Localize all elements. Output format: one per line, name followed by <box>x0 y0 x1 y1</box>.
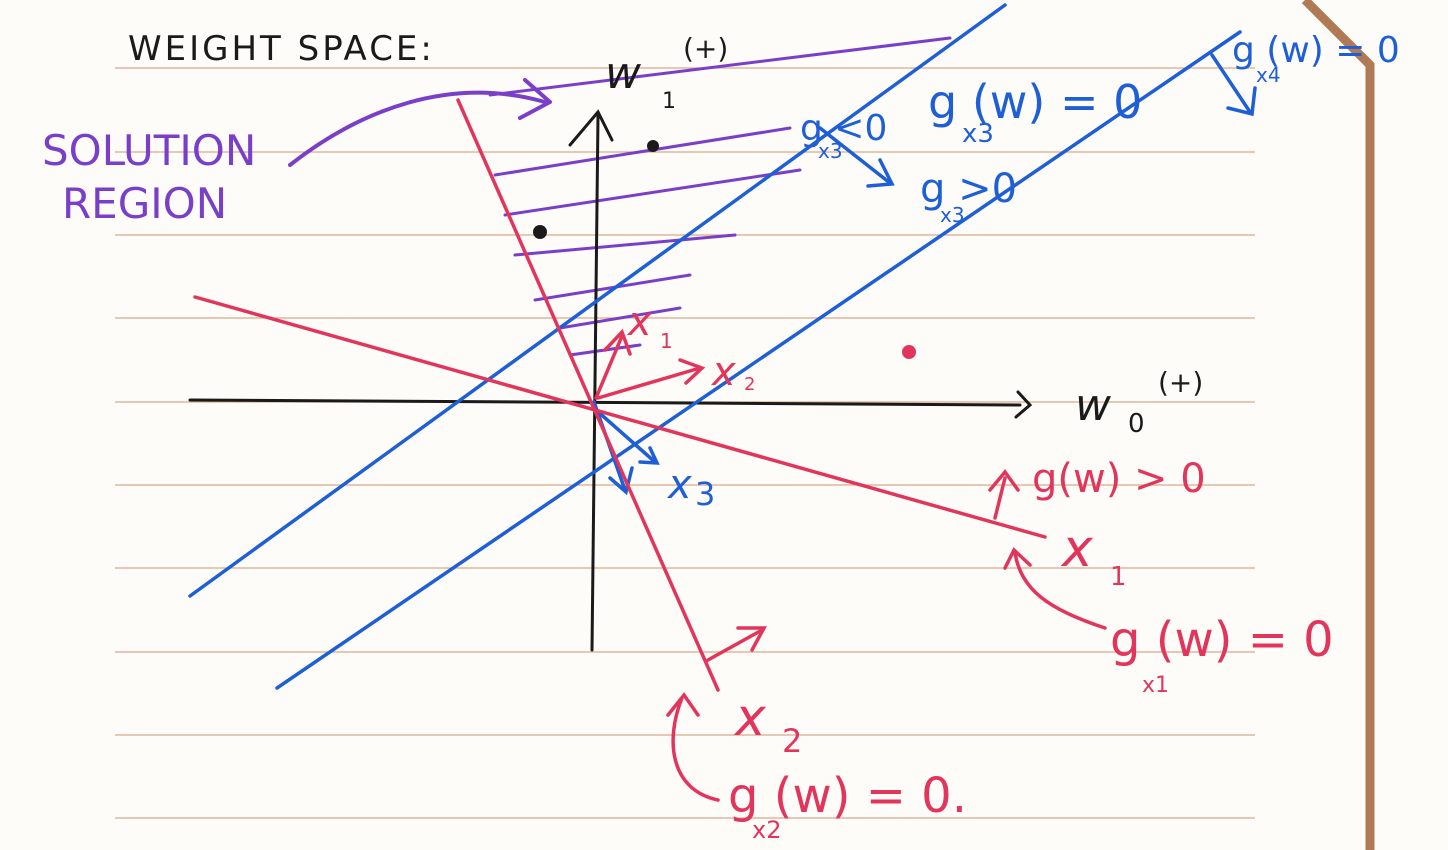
x2-normal-arrow <box>706 628 764 662</box>
x1-vector-label: x <box>626 299 652 345</box>
gx3-negative-label: g <0 <box>800 108 887 149</box>
gx2-boundary-subscript: x2 <box>752 816 781 844</box>
x2-vector-arrowhead <box>678 358 706 385</box>
w1-axis-arrowhead <box>568 109 614 147</box>
x2-boundary-line <box>456 98 720 692</box>
x2-vector-label: x <box>710 349 736 395</box>
gx3-positive-label: g >0 <box>920 166 1017 212</box>
gx3-boundary-line <box>188 3 1007 598</box>
axes <box>188 109 1033 652</box>
w0-axis-arrowhead <box>1014 390 1033 419</box>
w1-axis-superscript: (+) <box>683 32 728 65</box>
dot <box>533 225 547 239</box>
solution-arrowhead <box>518 78 552 120</box>
x3-vector-label: x <box>666 462 692 508</box>
gx2-pointer-arrowhead <box>666 692 700 717</box>
x2-normal-arrowhead <box>736 626 767 652</box>
x3-vector-b-arrowhead <box>638 446 660 465</box>
solution-region-arrow <box>288 90 547 167</box>
solution-region-label-line2: REGION <box>62 179 227 228</box>
gx4-boundary-subscript: x4 <box>1256 63 1281 87</box>
x1-boundary-subscript: 1 <box>1110 562 1127 592</box>
ruled-lines <box>115 67 1255 819</box>
gx3-normal-arrow <box>818 126 892 185</box>
gx3-boundary-label: g (w) = 0 <box>928 75 1142 129</box>
gx4-boundary-label: g (w) = 0 <box>1232 30 1400 71</box>
solution-region-hatching <box>488 36 952 357</box>
gx1-pointer-arrowhead <box>1003 547 1032 570</box>
gx1-boundary-subscript: x1 <box>1142 673 1169 698</box>
gx4-normal-arrow <box>1210 53 1252 114</box>
x1-boundary-label: x <box>1060 519 1094 579</box>
gx4-normal-arrowhead <box>1226 86 1257 117</box>
w1-axis-label: w <box>605 48 642 99</box>
w1-axis-subscript: 1 <box>662 89 676 114</box>
page-edge <box>1301 0 1375 850</box>
solution-region-label-line1: SOLUTION <box>42 126 256 175</box>
gx4-boundary-line <box>275 30 1242 690</box>
gx3-boundary-subscript: x3 <box>962 119 994 149</box>
gx1-pointer-arrow <box>1013 550 1107 630</box>
gx2-pointer-arrow <box>671 696 720 802</box>
red-lines <box>193 98 1107 802</box>
gx1-boundary-label: g (w) = 0 <box>1110 612 1334 668</box>
x3-vector-arrowhead <box>608 466 634 496</box>
x1-boundary-line <box>193 295 1047 539</box>
gx3-normal-arrowhead <box>866 158 895 188</box>
x2-boundary-subscript: 2 <box>782 722 802 760</box>
gx2-boundary-label: g (w) = 0. <box>728 768 967 824</box>
x3-vector-b <box>594 408 657 464</box>
title: WEIGHT SPACE: <box>128 29 435 69</box>
x1-vector-arrowhead <box>603 328 632 356</box>
x2-vector-subscript: 2 <box>744 374 755 395</box>
dot <box>902 345 916 359</box>
x2-boundary-label: x <box>733 688 767 748</box>
w0-axis <box>188 398 1022 407</box>
dot <box>647 140 659 152</box>
x1-normal-arrowhead <box>988 469 1020 492</box>
x1-normal-arrow <box>993 476 1007 520</box>
w0-axis-superscript: (+) <box>1158 366 1203 399</box>
w0-axis-label: w <box>1075 380 1112 431</box>
w1-axis <box>590 113 600 652</box>
x1-vector-subscript: 1 <box>660 329 673 353</box>
x3-vector-subscript: 3 <box>695 475 715 513</box>
w0-axis-subscript: 0 <box>1128 409 1145 439</box>
x2-vector <box>596 366 702 400</box>
g-positive-label: g(w) > 0 <box>1032 456 1206 502</box>
gx3-positive-subscript: x3 <box>940 203 965 227</box>
x1-vector <box>594 334 624 400</box>
gx3-negative-subscript: x3 <box>818 139 843 163</box>
